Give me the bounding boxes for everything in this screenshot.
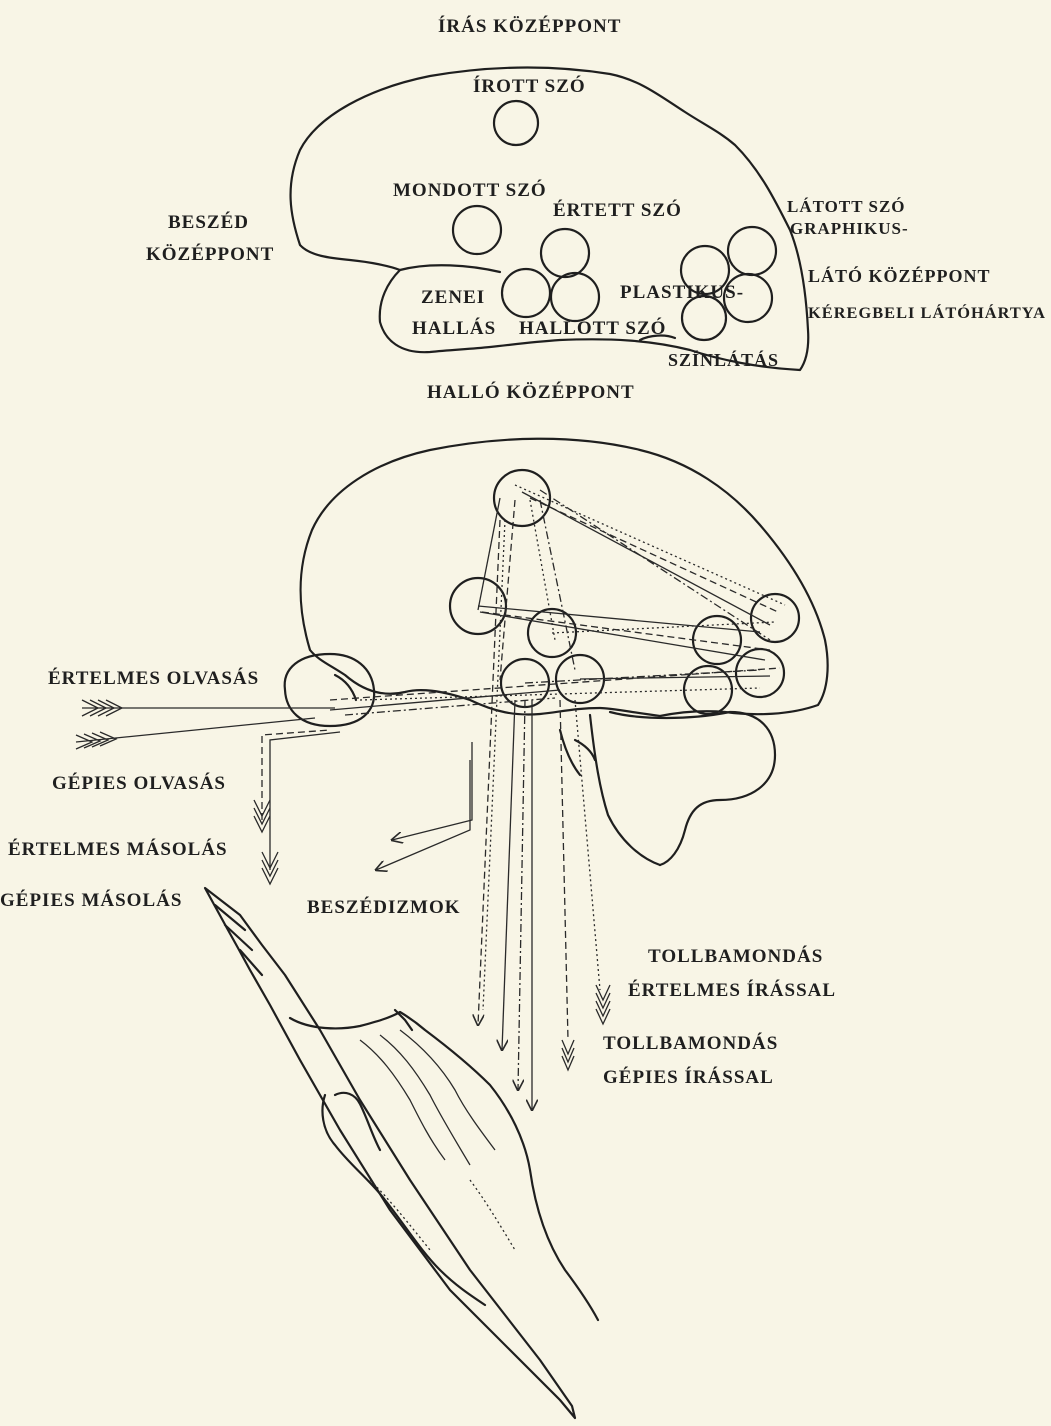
feather-icon-6: [562, 1040, 574, 1070]
dictation-lines: [478, 520, 610, 1110]
writing-hand: [205, 888, 598, 1418]
label-mondott-szo: MONDOTT SZÓ: [393, 179, 547, 201]
label-beszed: BESZÉD: [168, 211, 249, 233]
center-mondott-szo: [453, 206, 501, 254]
label-gepies-olvasas: GÉPIES OLVASÁS: [52, 772, 226, 794]
label-hallo-kozeppont: HALLÓ KÖZÉPPONT: [427, 381, 635, 403]
label-plastikus: PLASTIKUS-: [620, 282, 744, 303]
label-gepies-irassal: GÉPIES ÍRÁSSAL: [603, 1066, 774, 1088]
bottom-brain-outline: [301, 439, 828, 716]
label-szinlatas: SZÍNLÁTÁS: [668, 349, 779, 370]
center-ertett-szo: [541, 229, 589, 277]
label-irott-szo: ÍROTT SZÓ: [473, 75, 586, 97]
label-iras-kozeppont: ÍRÁS KÖZÉPPONT: [438, 15, 621, 37]
neural-pathways: [330, 485, 785, 715]
cerebellum: [610, 712, 775, 865]
label-hallas: HALLÁS: [412, 317, 496, 339]
label-ertett-szo: ÉRTETT SZÓ: [553, 199, 682, 221]
b-center-plastikus: [693, 616, 741, 664]
label-ertelmes-irassal: ÉRTELMES ÍRÁSSAL: [628, 979, 836, 1001]
label-graphikus: GRAPHIKUS-: [790, 219, 909, 238]
label-beszed-kozeppont: KÖZÉPPONT: [146, 243, 274, 265]
center-latott-szo: [728, 227, 776, 275]
label-latott-szo: LÁTOTT SZÓ: [787, 197, 906, 216]
label-keregbeli: KÉREGBELI LÁTÓHÁRTYA: [808, 303, 1046, 322]
label-tollbamondas-1: TOLLBAMONDÁS: [648, 945, 823, 967]
center-hallott-szo: [551, 273, 599, 321]
label-hallott-szo: HALLOTT SZÓ: [519, 317, 666, 339]
center-irott-szo: [494, 101, 538, 145]
label-tollbamondas-2: TOLLBAMONDÁS: [603, 1032, 778, 1054]
feather-icon-5: [596, 985, 610, 1024]
top-brain-diagram: ÍRÁS KÖZÉPPONT ÍROTT SZÓ MONDOTT SZÓ ÉRT…: [146, 15, 1046, 403]
label-gepies-masolas: GÉPIES MÁSOLÁS: [0, 889, 182, 911]
label-lato-kozeppont: LÁTÓ KÖZÉPPONT: [808, 265, 991, 286]
label-zenei: ZENEI: [421, 287, 485, 308]
pen: [205, 888, 575, 1418]
b-center-iras: [494, 470, 550, 526]
bottom-brain-diagram: ÉRTELMES OLVASÁS GÉPIES OLVASÁS ÉRTELMES…: [0, 439, 836, 1418]
label-ertelmes-olvasas: ÉRTELMES OLVASÁS: [48, 667, 259, 689]
speech-muscle-arrows: [376, 742, 472, 870]
label-beszedizmok: BESZÉDIZMOK: [307, 896, 461, 918]
center-zenei-hallas: [502, 269, 550, 317]
label-ertelmes-masolas: ÉRTELMES MÁSOLÁS: [8, 838, 228, 860]
